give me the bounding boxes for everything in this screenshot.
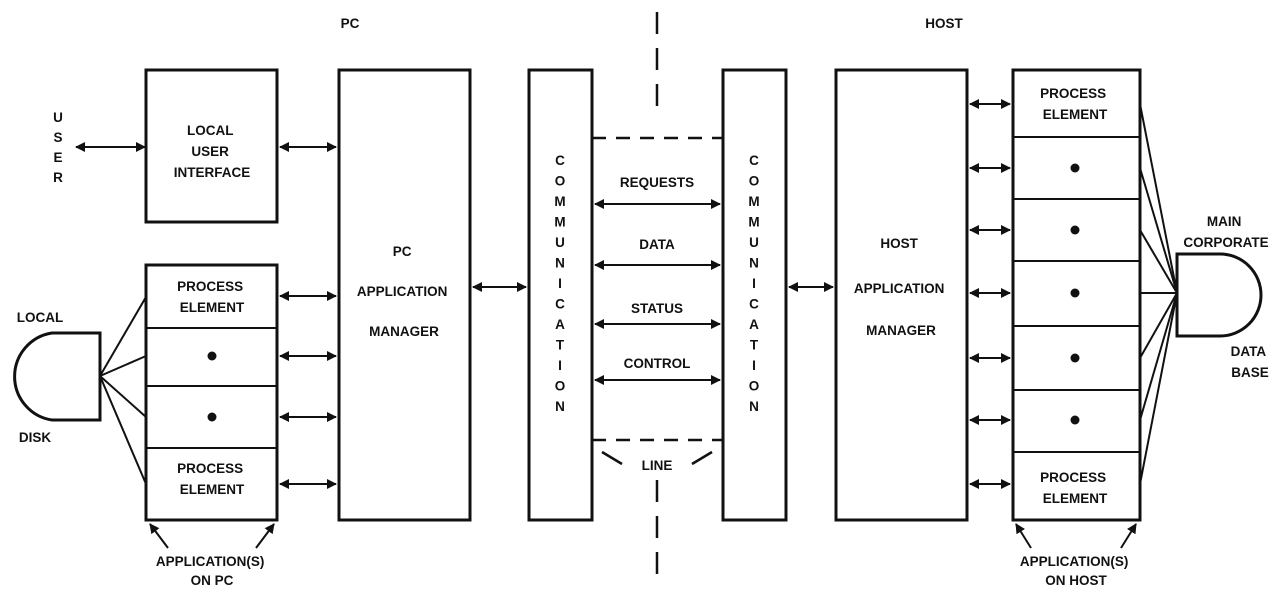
line-tick-right: [691, 450, 713, 466]
local-disk-fan-lines: [99, 296, 147, 485]
pc-process-element-top: PROCESS ELEMENT: [177, 279, 247, 315]
local-user-interface-box: [144, 68, 279, 224]
host-ellipsis-dot-4: [1070, 353, 1080, 363]
applications-on-pc-label: APPLICATION(S) ON PC: [156, 554, 268, 588]
pc-process-stack: [144, 263, 279, 522]
pc-communication-box: [527, 68, 594, 522]
host-pe-arrows: [969, 99, 1011, 489]
pc-application-manager-label: PC APPLICATION MANAGER: [357, 244, 451, 339]
app-pc-arrow-left: [149, 523, 169, 549]
status-label: STATUS: [631, 301, 683, 316]
main-database-label-top: MAIN CORPORATE: [1183, 214, 1268, 250]
pc-application-manager-box: [337, 68, 472, 522]
host-ellipsis-dot-3: [1070, 288, 1080, 298]
app-host-arrow-right: [1120, 523, 1137, 549]
local-disk-shape: [13, 331, 102, 422]
pc-ellipsis-dot-2: [207, 412, 217, 422]
app-host-arrow-left: [1015, 523, 1032, 549]
pc-process-element-bottom: PROCESS ELEMENT: [177, 461, 247, 497]
host-ellipsis-dot-5: [1070, 415, 1080, 425]
applications-on-host-label: APPLICATION(S) ON HOST: [1020, 554, 1132, 588]
local-user-interface-label: LOCAL USER INTERFACE: [174, 123, 251, 180]
svg-text:USER: USER: [53, 110, 63, 185]
app-pc-arrow-right: [255, 523, 275, 549]
line-label: LINE: [642, 458, 673, 473]
host-ellipsis-dot-2: [1070, 225, 1080, 235]
host-communication-box: [721, 68, 788, 522]
main-database-fan-lines: [1139, 103, 1178, 485]
main-database-shape: [1175, 252, 1263, 338]
host-ellipsis-dot-1: [1070, 163, 1080, 173]
host-application-manager-box: [834, 68, 969, 522]
control-label: CONTROL: [624, 356, 691, 371]
requests-label: REQUESTS: [620, 175, 694, 190]
pc-ellipsis-dot-1: [207, 351, 217, 361]
host-application-manager-label: HOST APPLICATION MANAGER: [854, 236, 948, 338]
host-process-stack: [1011, 68, 1142, 522]
host-process-element-bottom: PROCESS ELEMENT: [1040, 470, 1110, 506]
line-tick-left: [601, 450, 623, 466]
host-process-element-top: PROCESS ELEMENT: [1040, 86, 1110, 122]
local-disk-label-top: LOCAL: [17, 310, 64, 325]
pc-header: PC: [341, 16, 360, 31]
main-database-label-bottom: DATA BASE: [1231, 344, 1270, 380]
local-disk-label-bottom: DISK: [19, 430, 52, 445]
data-label: DATA: [639, 237, 675, 252]
host-header: HOST: [925, 16, 963, 31]
